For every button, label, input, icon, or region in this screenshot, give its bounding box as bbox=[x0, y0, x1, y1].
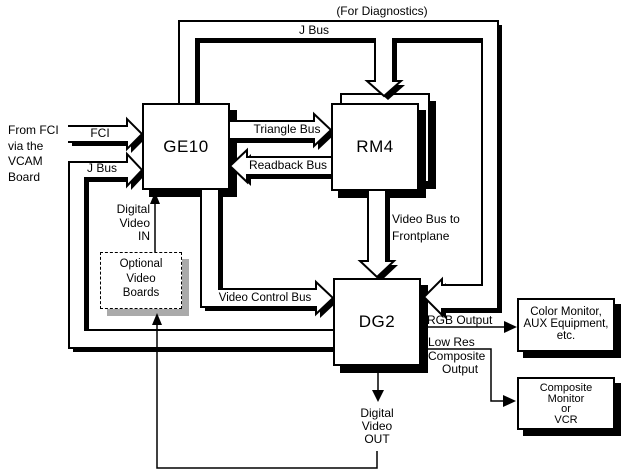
color-monitor-line: AUX Equipment, bbox=[523, 318, 609, 330]
signal-arrowheads bbox=[150, 192, 517, 407]
video-bus-frontplane-connector bbox=[357, 188, 397, 279]
digital-video-in-line-text: IN bbox=[138, 229, 150, 243]
composite-monitor-line: or bbox=[561, 403, 571, 415]
composite-monitor-block: Composite Monitor or VCR bbox=[517, 377, 615, 430]
video-bus-frontplane-line: Video Bus to bbox=[392, 212, 460, 226]
color-monitor-line: Color Monitor, bbox=[530, 306, 602, 318]
rgb-output-arrowhead bbox=[504, 321, 517, 333]
rm4-block: RM4 bbox=[331, 103, 419, 191]
j-bus-left-label: J Bus bbox=[86, 161, 117, 175]
video-control-bus-label: Video Control Bus bbox=[218, 292, 312, 304]
ge10-block: GE10 bbox=[142, 103, 230, 190]
color-monitor-line: etc. bbox=[556, 330, 576, 342]
optional-line: Video bbox=[126, 272, 156, 285]
composite-monitor-line: Monitor bbox=[547, 392, 585, 405]
digital-video-out-line-text: OUT bbox=[364, 432, 390, 446]
composite-monitor-line: VCR bbox=[554, 413, 578, 426]
digital-video-in-line-text: Digital bbox=[116, 202, 150, 216]
fci-bus-label: FCI bbox=[90, 126, 110, 140]
video-bus-frontplane-line: Frontplane bbox=[392, 229, 450, 243]
digital-video-out-label: Digital Video OUT bbox=[345, 407, 409, 446]
note-line: VCAM bbox=[8, 154, 43, 168]
optional-line: Boards bbox=[122, 287, 160, 299]
video-bus-frontplane-label: Video Bus to Frontplane bbox=[392, 211, 460, 245]
dg2-label: DG2 bbox=[358, 312, 396, 331]
readback-bus-label: Readback Bus bbox=[248, 158, 328, 172]
dg2-block: DG2 bbox=[333, 278, 421, 366]
signal-lines bbox=[154, 198, 505, 469]
composite-output-label-2: Output bbox=[442, 362, 479, 376]
optional-line: Optional bbox=[119, 258, 163, 270]
feedback-arrowhead bbox=[152, 313, 162, 325]
note-line: Board bbox=[8, 169, 41, 184]
fci-source-note: From FCI via the VCAM Board bbox=[8, 123, 78, 185]
digital-video-in-line-text: Video bbox=[119, 215, 150, 230]
for-diagnostics-label: (For Diagnostics) bbox=[336, 4, 428, 18]
j-bus-top-label: J Bus bbox=[298, 23, 329, 37]
composite-output-label-1: Composite bbox=[428, 349, 486, 363]
digital-video-out-line-text: Digital bbox=[360, 406, 394, 420]
video-out-feedback-line bbox=[156, 320, 378, 469]
low-res-label: Low Res bbox=[428, 335, 475, 349]
composite-monitor-line: Composite bbox=[539, 382, 593, 394]
readback-bus-connector bbox=[228, 147, 331, 185]
optional-video-boards-block: Optional Video Boards bbox=[100, 252, 182, 309]
low-res-arrowhead bbox=[503, 395, 516, 407]
buses bbox=[68, 20, 499, 349]
rgb-output-label: RGB Output bbox=[427, 313, 493, 327]
digital-video-out-line-text: Video bbox=[361, 419, 393, 433]
digital-video-in-label: Digital Video IN bbox=[96, 202, 150, 244]
note-line: From FCI bbox=[8, 123, 59, 137]
low-res-output-line bbox=[421, 348, 504, 402]
color-monitor-block: Color Monitor, AUX Equipment, etc. bbox=[517, 298, 615, 352]
triangle-bus-label: Triangle Bus bbox=[253, 122, 321, 136]
ge10-label: GE10 bbox=[163, 136, 209, 156]
digital-video-in-arrowhead bbox=[150, 192, 160, 204]
j-bus-diagnostics-loop-connector bbox=[178, 20, 499, 318]
rm4-label: RM4 bbox=[356, 137, 394, 156]
note-line: via the bbox=[8, 138, 44, 153]
digital-video-out-arrowhead bbox=[372, 390, 384, 402]
